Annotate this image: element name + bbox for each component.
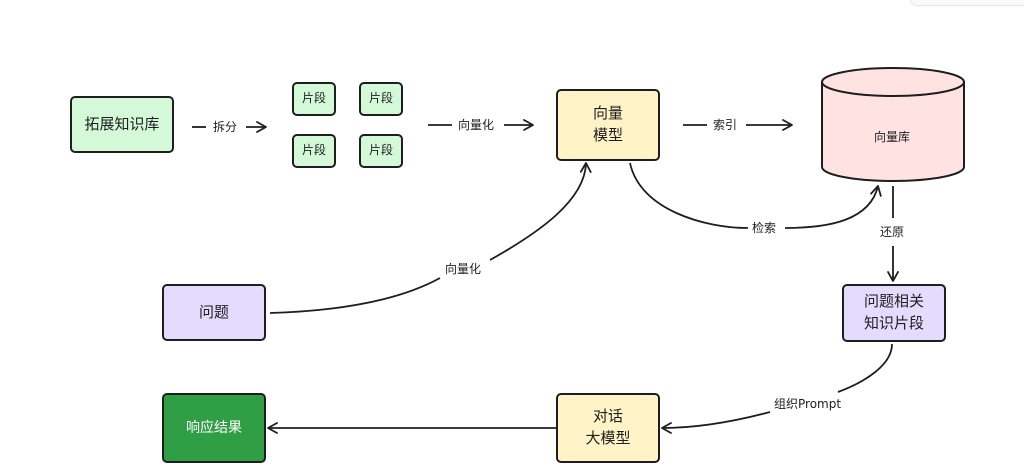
- edge-label-split: 拆分: [211, 119, 240, 135]
- node-chat-llm: 对话 大模型: [556, 393, 660, 463]
- node-embedding-model: 向量 模型: [556, 89, 660, 161]
- vector-db-cylinder: [821, 67, 965, 182]
- node-chunk-4: 片段: [359, 134, 403, 168]
- edge-label-restore: 还原: [878, 224, 907, 240]
- edge-label-index: 索引: [711, 117, 740, 133]
- top-edge-panel: [910, 0, 1024, 6]
- edge-label-vectorize-1: 向量化: [456, 117, 497, 133]
- edge-search-curve: [629, 162, 878, 229]
- edge-label-prompt: 组织Prompt: [772, 396, 844, 412]
- vector-db-label: 向量库: [874, 130, 911, 144]
- edge-vectorize2-curve: [269, 163, 586, 314]
- edge-label-search: 检索: [750, 220, 779, 236]
- node-chunk-3: 片段: [292, 134, 336, 168]
- node-chunk-2: 片段: [359, 82, 403, 116]
- node-knowledge-base: 拓展知识库: [70, 96, 174, 153]
- edge-label-vectorize-2: 向量化: [443, 261, 484, 277]
- node-question: 问题: [162, 284, 266, 341]
- node-chunk-1: 片段: [292, 82, 336, 116]
- node-response-result: 响应结果: [162, 393, 266, 463]
- edge-prompt-curve: [662, 343, 893, 428]
- node-related-chunks: 问题相关 知识片段: [842, 284, 946, 342]
